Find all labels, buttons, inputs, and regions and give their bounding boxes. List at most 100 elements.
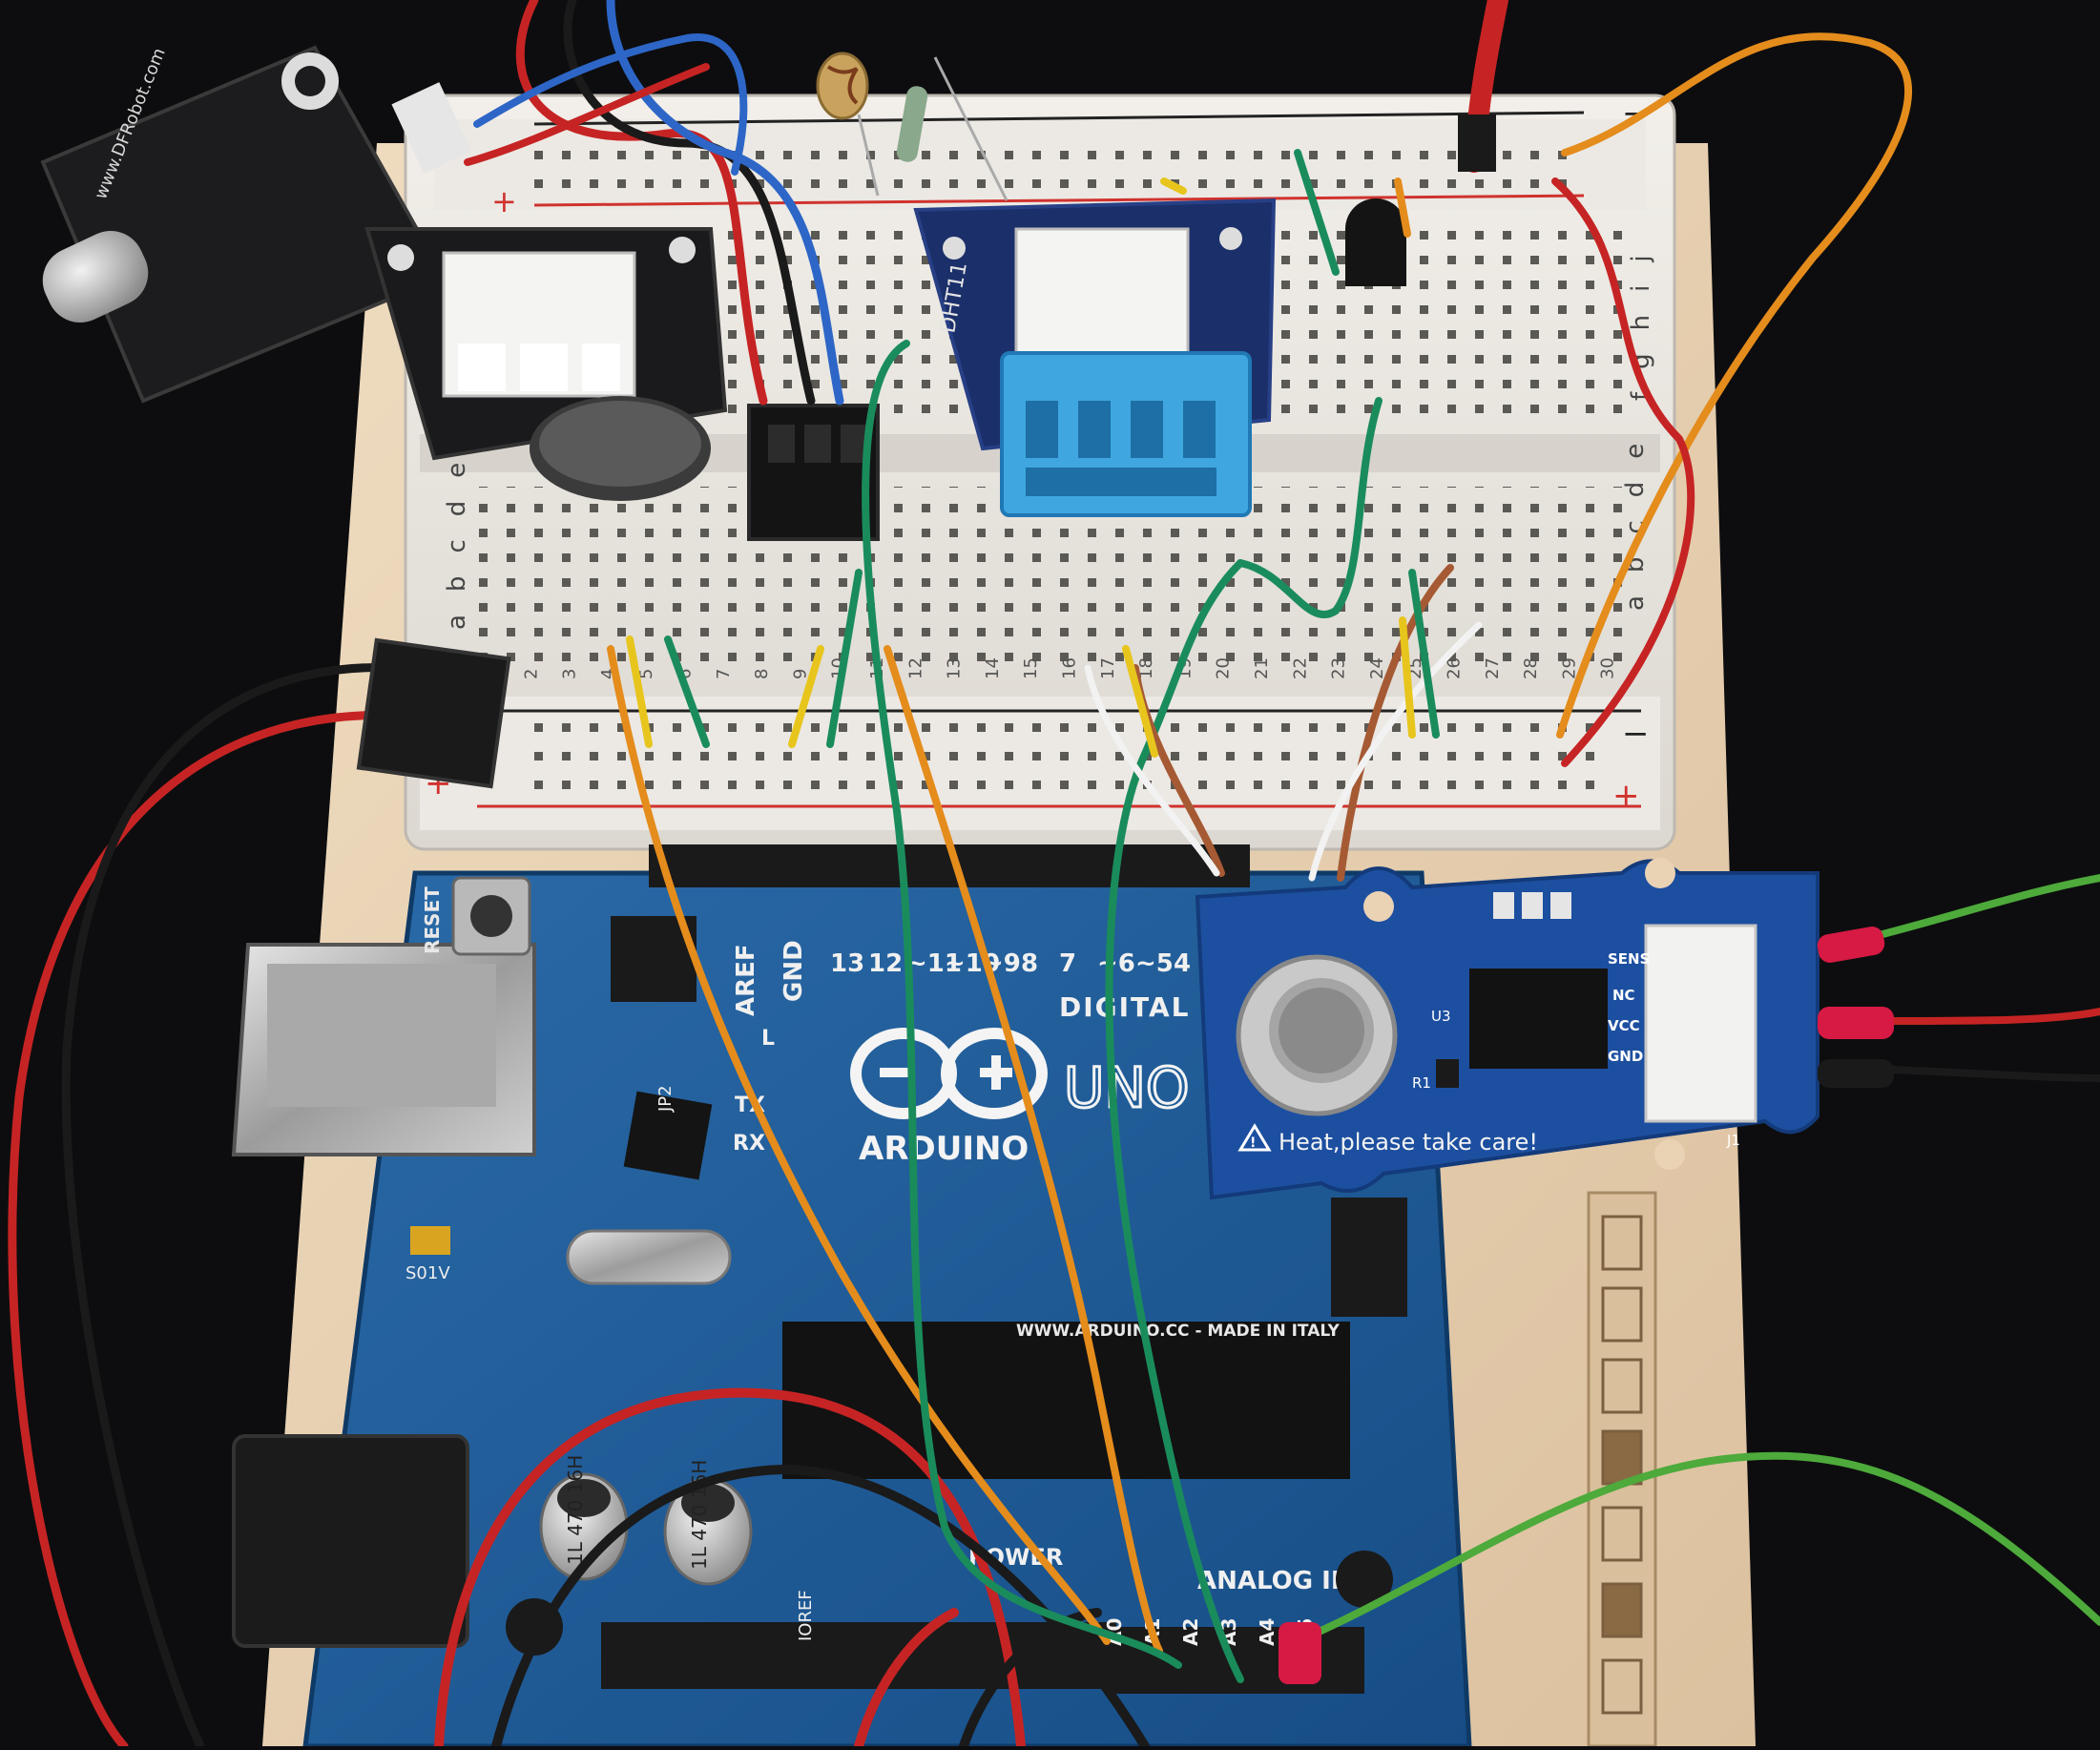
svg-text:abcde: abcde — [443, 449, 471, 630]
svg-text:1L 470 16H: 1L 470 16H — [688, 1460, 711, 1570]
analog-pin-label: A4 — [1256, 1618, 1279, 1646]
cap2-value: 470 — [688, 1505, 711, 1541]
svg-text:!: ! — [1250, 1135, 1256, 1151]
electrolytic-capacitor-1 — [539, 1472, 629, 1581]
s01v-label: S01V — [405, 1263, 450, 1283]
grove-connector — [1644, 924, 1757, 1123]
svg-text:1L 470 16H: 1L 470 16H — [564, 1455, 587, 1565]
jp2-label: JP2 — [655, 1085, 676, 1113]
cap1-voltage: 16H — [564, 1455, 587, 1494]
dht11-module: DHT11 — [913, 198, 1277, 517]
column-number: 30 — [1598, 657, 1618, 679]
column-number: 14 — [983, 657, 1003, 679]
l-led-label: L — [761, 1027, 775, 1051]
aref-label: AREF — [732, 944, 760, 1016]
arduino-logo — [850, 1028, 1048, 1119]
wires — [8, 0, 2100, 1750]
crystal — [566, 1229, 732, 1285]
row-h-right: h — [1627, 302, 1655, 330]
rail-plus-top: + — [491, 183, 517, 219]
r1-label: R1 — [1412, 1074, 1431, 1092]
column-number: 20 — [1214, 657, 1234, 679]
column-number: 5 — [636, 669, 656, 679]
mic-module-on-breadboard — [364, 227, 728, 501]
column-number: 3 — [560, 669, 580, 679]
digital-label: DIGITAL — [1059, 991, 1191, 1023]
gnd-pin-label: GND — [1608, 1048, 1643, 1065]
j1-label: J1 — [1726, 1132, 1740, 1149]
usb-b-connector — [231, 943, 536, 1156]
jumper-header — [747, 404, 880, 541]
column-number: 18 — [1136, 657, 1156, 679]
photoresistor — [816, 52, 880, 197]
analog-in-label: ANALOG IN — [1197, 1567, 1352, 1595]
row-d-right: d — [1621, 469, 1650, 498]
vcc-pin-label: VCC — [1608, 1017, 1640, 1034]
cap2-label: 1L — [688, 1546, 711, 1570]
column-number: 15 — [1021, 657, 1041, 679]
rail-plus-bottom-right: + — [1612, 777, 1640, 815]
digital-pin-label: 8 — [1021, 949, 1038, 978]
row-i-right: i — [1627, 272, 1655, 292]
row-a: a — [443, 601, 471, 630]
electrolytic-capacitor-2 — [663, 1477, 753, 1586]
column-number: 2 — [521, 669, 541, 679]
column-number: 29 — [1559, 657, 1579, 679]
column-number: 12 — [905, 657, 925, 679]
column-number: 17 — [1098, 657, 1118, 679]
column-number: 28 — [1521, 657, 1541, 679]
made-in-italy: WWW.ARDUINO.CC - MADE IN ITALY — [1016, 1322, 1341, 1341]
ioref-label: IOREF — [796, 1590, 816, 1641]
digital-pin-label: 13 — [830, 949, 864, 978]
resistor — [896, 56, 1008, 201]
svg-text:abcde: abcde — [1621, 430, 1650, 611]
digital-pin-label: 12 — [868, 949, 903, 978]
column-number: 21 — [1252, 657, 1272, 679]
uno-text: UNO — [1064, 1055, 1190, 1120]
column-number: 9 — [790, 669, 810, 679]
column-number: 22 — [1290, 657, 1310, 679]
row-b: b — [443, 563, 471, 593]
arduino-uno-board: RESET 1L 470 16H 1L 470 16H — [231, 844, 1472, 1749]
row-j-right: j — [1627, 241, 1655, 262]
analog-pin-label: A2 — [1179, 1618, 1202, 1646]
column-number: 7 — [714, 669, 734, 679]
gas-sensor-ic — [1469, 969, 1608, 1069]
row-letters-right: abcde — [1621, 430, 1650, 611]
column-number: 23 — [1329, 657, 1349, 679]
rail-minus-bottom-right: − — [1622, 715, 1650, 753]
nc-pin-label: NC — [1612, 987, 1635, 1004]
digital-pin-label: ~5 — [1135, 949, 1174, 978]
gnd-label: GND — [780, 940, 808, 1002]
reset-label: RESET — [421, 886, 444, 954]
column-number: 16 — [1060, 657, 1080, 679]
heat-warning: Heat,please take care! — [1279, 1129, 1538, 1156]
cap1-value: 470 — [564, 1500, 587, 1536]
row-e-right: e — [1621, 430, 1650, 459]
arduino-logo-text: ARDUINO — [859, 1130, 1029, 1168]
digital-pin-label: 4 — [1174, 949, 1191, 978]
column-number: 4 — [598, 669, 618, 679]
column-numbers: 1234567891011121314151617181920212223242… — [483, 657, 1618, 679]
u3-label: U3 — [1431, 1008, 1451, 1025]
digital-pin-label: ~6 — [1097, 949, 1135, 978]
transistor — [1345, 198, 1406, 286]
row-c: c — [443, 526, 471, 552]
dc-jack — [232, 1434, 469, 1648]
digital-pin-label: 7 — [1059, 949, 1076, 978]
power-header — [601, 1622, 1116, 1689]
row-d: d — [443, 488, 471, 517]
sens-pin-label: SENS — [1608, 950, 1650, 968]
column-number: 26 — [1445, 657, 1465, 679]
digital-pin-label: ~11 — [906, 949, 962, 978]
column-number: 8 — [752, 669, 772, 679]
gas-sensor-module: SENS NC VCC GND U3 R1 J1 ! Heat,please t… — [1195, 858, 1819, 1200]
column-number: 24 — [1367, 657, 1387, 679]
row-letters-left: abcde — [443, 449, 471, 630]
column-number: 27 — [1483, 657, 1503, 679]
row-a-right: a — [1621, 582, 1650, 611]
column-number: 6 — [676, 669, 696, 679]
column-number: 13 — [945, 657, 965, 679]
